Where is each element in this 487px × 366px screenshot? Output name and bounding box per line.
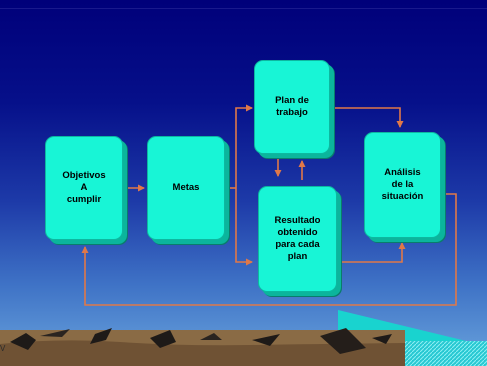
node-resultado-label: Resultado obtenido para cada plan	[274, 215, 321, 262]
node-plan-label: Plan de trabajo	[275, 95, 309, 118]
edge-metas-resultado	[235, 188, 253, 266]
rock-5	[200, 333, 222, 340]
rock-8	[372, 334, 392, 344]
node-objetivos: Objetivos A cumplir	[45, 136, 123, 240]
footer-decoration	[0, 310, 487, 366]
hatched-band	[405, 341, 487, 366]
rock-1	[10, 333, 36, 350]
node-analisis-label: Análisis de la situación	[381, 167, 424, 202]
node-analisis: Análisis de la situación	[364, 132, 441, 238]
node-plan: Plan de trabajo	[254, 60, 330, 154]
node-metas: Metas	[147, 136, 225, 240]
footer-partial-text: V	[0, 344, 6, 353]
rock-6	[252, 334, 280, 346]
rock-7	[320, 328, 366, 354]
top-rule	[0, 8, 487, 9]
rock-4	[150, 330, 176, 348]
edge-plan-analisis	[330, 107, 404, 128]
node-objetivos-label: Objetivos A cumplir	[62, 170, 106, 205]
edge-resultado-analisis	[337, 242, 406, 263]
edge-analisis-objetivos	[81, 193, 457, 306]
desert-shadow	[0, 340, 405, 366]
node-resultado: Resultado obtenido para cada plan	[258, 186, 337, 292]
rock-3	[90, 328, 112, 344]
node-metas-label: Metas	[172, 182, 200, 194]
rock-2	[40, 329, 70, 337]
edge-metas-plan	[235, 104, 253, 188]
